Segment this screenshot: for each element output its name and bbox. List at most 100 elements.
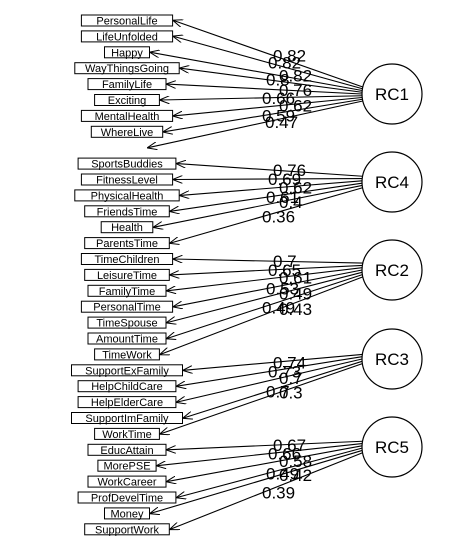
- variable-support-work: SupportWork: [84, 523, 170, 536]
- variable-support-im-family: SupportImFamily: [71, 412, 183, 425]
- variable-sports-buddies: SportsBuddies: [77, 157, 177, 171]
- variable-label: TimeWork: [102, 349, 152, 361]
- variable-health: Health: [100, 221, 154, 234]
- loading-path: [184, 360, 363, 418]
- variable-parents-time: ParentsTime: [84, 237, 170, 250]
- variable-label: ParentsTime: [96, 238, 158, 250]
- variable-label: Exciting: [108, 95, 147, 107]
- loading-value: 0.62: [279, 178, 312, 197]
- variable-help-child-care: HelpChildCare: [77, 380, 177, 393]
- loading-path: [167, 84, 363, 95]
- loading-value: 0.76: [279, 81, 312, 100]
- loading-value: 0.59: [262, 107, 295, 126]
- loading-path: [177, 164, 363, 177]
- factor-rc5: RC5: [361, 416, 423, 478]
- loading-value: 0.4: [279, 193, 303, 212]
- loading-path: [151, 52, 363, 92]
- variable-label: FitnessLevel: [96, 175, 158, 187]
- loading-value: 0.62: [279, 97, 312, 116]
- variable-label: TimeChildren: [94, 254, 159, 266]
- variable-amount-time: AmountTime: [87, 332, 167, 346]
- variable-box: [84, 205, 170, 218]
- variable-box: [84, 237, 170, 250]
- variable-work-career: WorkCareer: [87, 475, 167, 489]
- variable-box: [84, 268, 170, 281]
- loading-value: 0.7: [266, 383, 290, 402]
- factor-label: RC3: [375, 350, 409, 369]
- variable-label: WorkCareer: [97, 477, 156, 489]
- variable-box: [80, 300, 174, 313]
- variable-boxes: PersonalLifeLifeUnfoldedHappyWayThingsGo…: [71, 14, 183, 536]
- loading-path: [167, 267, 363, 291]
- loading-value: 0.49: [279, 285, 312, 304]
- variable-box: [74, 62, 180, 75]
- variable-label: Money: [110, 508, 144, 520]
- variable-family-time: FamilyTime: [87, 284, 167, 298]
- variable-mental-health: MentalHealth: [80, 109, 174, 123]
- loading-value: 0.49: [266, 465, 299, 484]
- loading-value: 0.66: [268, 445, 301, 464]
- variable-friends-time: FriendsTime: [84, 205, 170, 218]
- loading-path: [180, 68, 363, 93]
- loading-value: 0.36: [262, 208, 295, 227]
- factor-label: RC1: [375, 85, 409, 104]
- variable-label: SupportWork: [95, 524, 159, 536]
- variable-label: Health: [111, 222, 143, 234]
- loading-path: [174, 21, 364, 88]
- variable-box: [97, 459, 157, 472]
- loading-value: 0.66: [262, 89, 295, 108]
- variable-label: SportsBuddies: [91, 159, 163, 171]
- loading-path: [170, 187, 363, 243]
- variable-box: [90, 125, 164, 138]
- loading-value: 0.53: [266, 280, 299, 299]
- variable-personal-time: PersonalTime: [80, 300, 174, 314]
- variable-money: Money: [104, 507, 150, 520]
- variable-label: EducAttain: [100, 445, 153, 457]
- variable-label: TimeSpouse: [96, 318, 157, 330]
- loading-path: [154, 184, 363, 227]
- loading-path: [180, 180, 363, 196]
- variable-label: AmountTime: [96, 334, 158, 346]
- variable-box: [87, 475, 167, 488]
- variable-label: FamilyLife: [102, 79, 152, 91]
- loading-paths: [148, 21, 364, 530]
- loading-path: [167, 440, 363, 450]
- variable-personal-life: PersonalLife: [80, 14, 174, 28]
- loading-path: [148, 100, 363, 148]
- loading-value: 0.76: [273, 161, 306, 180]
- variable-box: [87, 316, 167, 329]
- loading-path: [174, 179, 363, 180]
- variable-label: WayThingsGoing: [85, 63, 169, 75]
- variable-label: MorePSE: [103, 461, 150, 473]
- variable-box: [77, 491, 177, 504]
- factor-rc4: RC4: [361, 151, 423, 213]
- variable-time-children: TimeChildren: [80, 253, 174, 266]
- variable-label: PersonalLife: [96, 16, 157, 28]
- loading-value: 0.67: [273, 436, 306, 455]
- variable-label: PhysicalHealth: [91, 190, 164, 202]
- loading-path: [167, 274, 363, 339]
- loading-value: 0.7: [279, 369, 303, 388]
- loading-path: [164, 98, 363, 132]
- variable-exciting: Exciting: [94, 94, 160, 107]
- variable-physical-health: PhysicalHealth: [74, 189, 180, 202]
- variable-box: [71, 364, 183, 377]
- variable-box: [94, 348, 160, 361]
- factor-circle: [361, 239, 423, 301]
- variable-box: [87, 78, 167, 91]
- loading-path: [160, 363, 363, 434]
- variable-box: [80, 14, 174, 27]
- variable-box: [84, 523, 170, 536]
- loading-value: 0.61: [266, 188, 299, 207]
- loading-value: 0.73: [268, 363, 301, 382]
- variable-box: [80, 109, 174, 122]
- variable-box: [74, 189, 180, 202]
- loading-value: 0.8: [266, 71, 290, 90]
- loading-labels: 0.820.820.820.80.760.660.620.590.470.760…: [262, 47, 312, 503]
- variable-time-spouse: TimeSpouse: [87, 316, 167, 330]
- loading-value: 0.82: [268, 54, 301, 73]
- loading-path: [184, 353, 363, 370]
- variable-work-time: WorkTime: [94, 427, 160, 441]
- variable-label: Happy: [111, 47, 143, 59]
- loading-path: [170, 264, 363, 275]
